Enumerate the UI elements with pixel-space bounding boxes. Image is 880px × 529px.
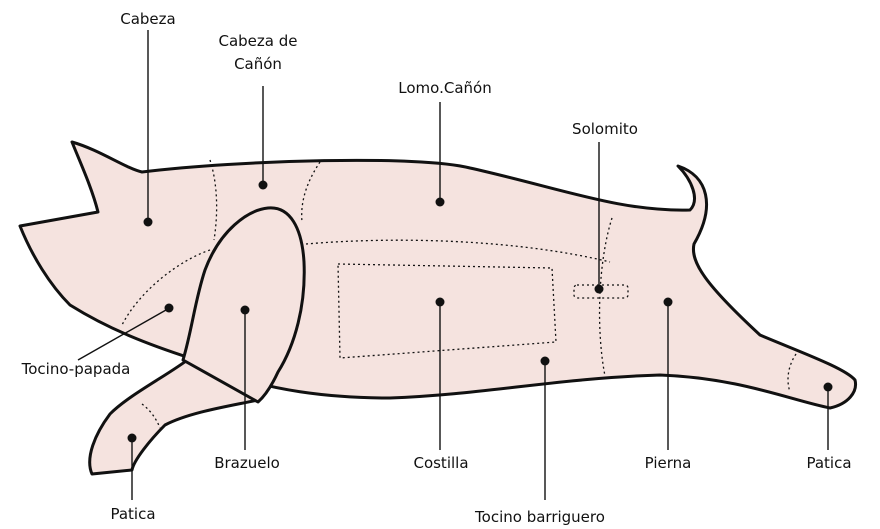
- point-brazuelo: [241, 306, 250, 315]
- point-cabeza: [144, 218, 153, 227]
- label-cabeza-canon-line2: Cañón: [234, 55, 282, 73]
- point-tocino-barriguero: [541, 357, 550, 366]
- label-lomo-canon: Lomo.Cañón: [398, 79, 491, 97]
- point-cabeza-canon: [259, 181, 268, 190]
- pig-body: [20, 142, 856, 408]
- label-tocino-papada: Tocino-papada: [21, 360, 131, 378]
- point-patica-rear: [824, 383, 833, 392]
- point-tocino-papada: [165, 304, 174, 313]
- point-solomito: [595, 285, 604, 294]
- label-brazuelo: Brazuelo: [214, 454, 280, 472]
- point-costilla: [436, 298, 445, 307]
- point-lomo-canon: [436, 198, 445, 207]
- label-patica-rear: Patica: [806, 454, 851, 472]
- label-solomito: Solomito: [572, 120, 638, 138]
- label-patica-front: Patica: [110, 505, 155, 523]
- label-tocino-barriguero: Tocino barriguero: [474, 508, 605, 526]
- point-patica-front: [128, 434, 137, 443]
- label-costilla: Costilla: [413, 454, 468, 472]
- label-cabeza-canon-line1: Cabeza de: [219, 32, 298, 50]
- label-cabeza: Cabeza: [120, 10, 175, 28]
- label-pierna: Pierna: [645, 454, 692, 472]
- point-pierna: [664, 298, 673, 307]
